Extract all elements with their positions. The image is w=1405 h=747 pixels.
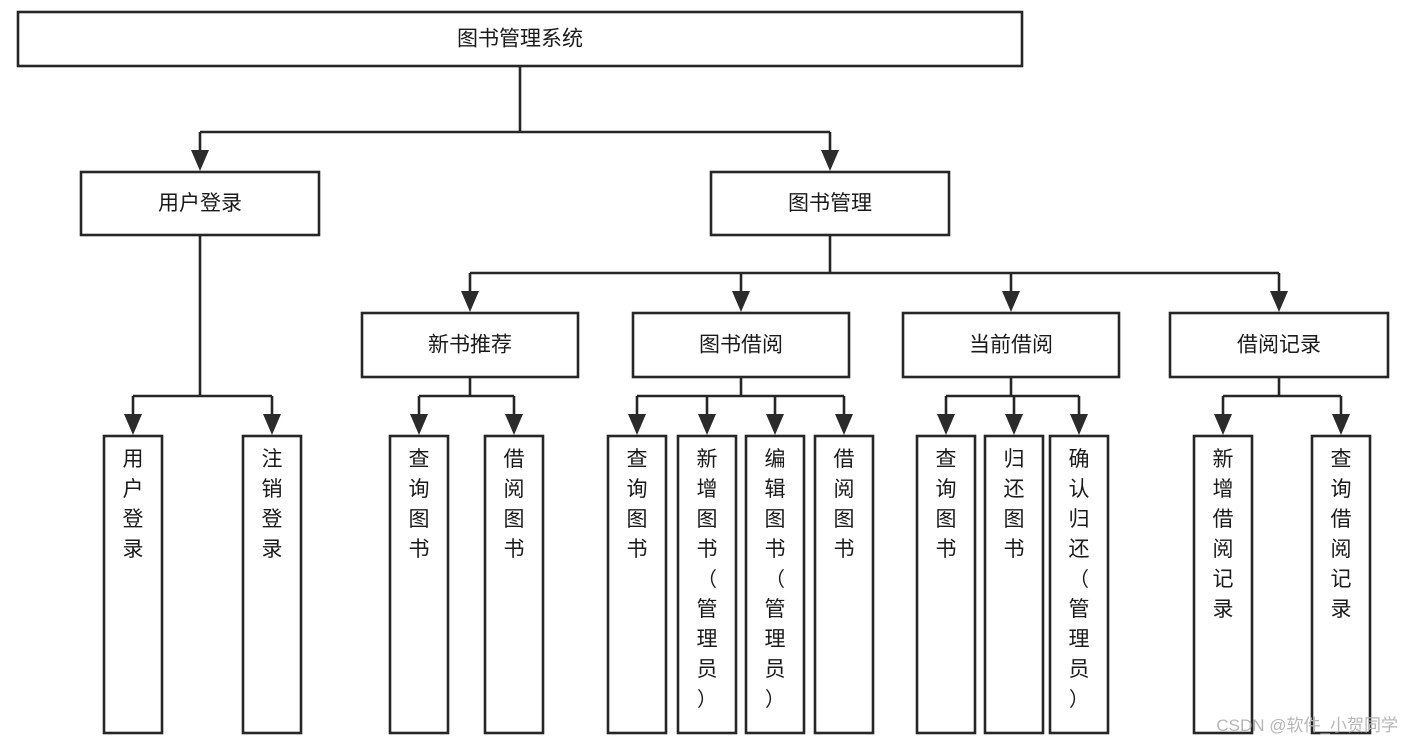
node-label: 图书管理系统 xyxy=(457,28,583,51)
arrow-head-icon xyxy=(1214,414,1232,435)
node-label: 确认归还（管理员） xyxy=(1069,448,1090,711)
arrow-head-icon xyxy=(505,414,523,435)
node-label: 新增借阅记录 xyxy=(1213,448,1234,621)
node-box[interactable] xyxy=(241,434,303,735)
node-box[interactable] xyxy=(388,434,450,735)
connector-group-login xyxy=(124,235,281,435)
node-leaf-login[interactable]: 用户登录 xyxy=(102,434,164,735)
node-box[interactable] xyxy=(1192,434,1254,735)
node-box[interactable] xyxy=(676,434,738,735)
node-box[interactable] xyxy=(744,434,806,735)
node-leaf-borrow-bk[interactable]: 借阅图书 xyxy=(813,434,875,735)
node-root[interactable]: 图书管理系统 xyxy=(16,10,1024,68)
node-box[interactable] xyxy=(483,434,545,735)
arrow-head-icon xyxy=(732,291,750,312)
node-label: 查询图书 xyxy=(627,448,648,561)
node-leaf-borrow-nb[interactable]: 借阅图书 xyxy=(483,434,545,735)
csdn-watermark: CSDN @软件_小贺同学 xyxy=(1216,716,1398,735)
connector-group-bookmgmt xyxy=(461,235,1288,312)
arrow-head-icon xyxy=(1005,414,1023,435)
node-label: 借阅图书 xyxy=(504,448,525,561)
connector-group-root xyxy=(191,66,839,171)
node-current[interactable]: 当前借阅 xyxy=(901,311,1121,379)
arrow-head-icon xyxy=(766,414,784,435)
node-box[interactable] xyxy=(709,170,951,237)
node-bookmgmt[interactable]: 图书管理 xyxy=(709,170,951,237)
node-box[interactable] xyxy=(79,170,321,237)
arrow-head-icon xyxy=(698,414,716,435)
node-label: 新书推荐 xyxy=(428,334,512,357)
arrow-head-icon xyxy=(191,150,209,171)
node-label: 借阅记录 xyxy=(1237,334,1321,357)
node-box[interactable] xyxy=(983,434,1045,735)
node-label: 查询借阅记录 xyxy=(1331,448,1352,621)
node-records[interactable]: 借阅记录 xyxy=(1168,311,1390,379)
arrow-head-icon xyxy=(1070,414,1088,435)
node-leaf-query-bk[interactable]: 查询图书 xyxy=(606,434,668,735)
node-leaf-logout[interactable]: 注销登录 xyxy=(241,434,303,735)
node-borrow[interactable]: 图书借阅 xyxy=(631,311,851,379)
arrow-head-icon xyxy=(937,414,955,435)
arrow-head-icon xyxy=(263,414,281,435)
node-box[interactable] xyxy=(901,311,1121,379)
node-leaf-query-nb[interactable]: 查询图书 xyxy=(388,434,450,735)
node-login[interactable]: 用户登录 xyxy=(79,170,321,237)
arrow-head-icon xyxy=(410,414,428,435)
node-label: 借阅图书 xyxy=(834,448,855,561)
connector-group-records xyxy=(1214,377,1350,435)
arrow-head-icon xyxy=(628,414,646,435)
connector-layer xyxy=(124,66,1350,435)
node-label: 用户登录 xyxy=(123,448,144,561)
node-box[interactable] xyxy=(1168,311,1390,379)
connector-group-borrow xyxy=(628,377,853,435)
node-box[interactable] xyxy=(915,434,977,735)
node-label: 注销登录 xyxy=(262,448,283,561)
node-label: 新增图书（管理员） xyxy=(697,448,718,711)
connector-group-newbook xyxy=(410,377,523,435)
node-leaf-query-cur[interactable]: 查询图书 xyxy=(915,434,977,735)
arrow-head-icon xyxy=(821,150,839,171)
node-label: 图书借阅 xyxy=(699,334,783,357)
arrow-head-icon xyxy=(1270,291,1288,312)
node-label: 当前借阅 xyxy=(969,334,1053,357)
node-leaf-edit-bk[interactable]: 编辑图书（管理员） xyxy=(744,434,806,735)
node-box[interactable] xyxy=(16,10,1024,68)
node-box[interactable] xyxy=(102,434,164,735)
node-label: 查询图书 xyxy=(936,448,957,561)
node-label: 归还图书 xyxy=(1004,448,1025,561)
connector-group-current xyxy=(937,377,1088,435)
node-leaf-add-rec[interactable]: 新增借阅记录 xyxy=(1192,434,1254,735)
arrow-head-icon xyxy=(835,414,853,435)
node-label: 图书管理 xyxy=(788,192,872,215)
node-box[interactable] xyxy=(360,311,580,379)
node-layer: 图书管理系统用户登录图书管理新书推荐图书借阅当前借阅借阅记录用户登录注销登录查询… xyxy=(16,10,1390,735)
node-newbook[interactable]: 新书推荐 xyxy=(360,311,580,379)
node-leaf-return-cur[interactable]: 归还图书 xyxy=(983,434,1045,735)
arrow-head-icon xyxy=(1332,414,1350,435)
node-label: 查询图书 xyxy=(409,448,430,561)
node-label: 编辑图书（管理员） xyxy=(765,448,786,711)
node-leaf-query-rec[interactable]: 查询借阅记录 xyxy=(1310,434,1372,735)
node-leaf-confirm-cur[interactable]: 确认归还（管理员） xyxy=(1048,434,1110,735)
node-box[interactable] xyxy=(606,434,668,735)
arrow-head-icon xyxy=(124,414,142,435)
node-box[interactable] xyxy=(631,311,851,379)
node-label: 用户登录 xyxy=(158,192,242,215)
node-box[interactable] xyxy=(1048,434,1110,735)
node-leaf-add-bk[interactable]: 新增图书（管理员） xyxy=(676,434,738,735)
node-box[interactable] xyxy=(1310,434,1372,735)
node-box[interactable] xyxy=(813,434,875,735)
arrow-head-icon xyxy=(461,291,479,312)
arrow-head-icon xyxy=(1002,291,1020,312)
